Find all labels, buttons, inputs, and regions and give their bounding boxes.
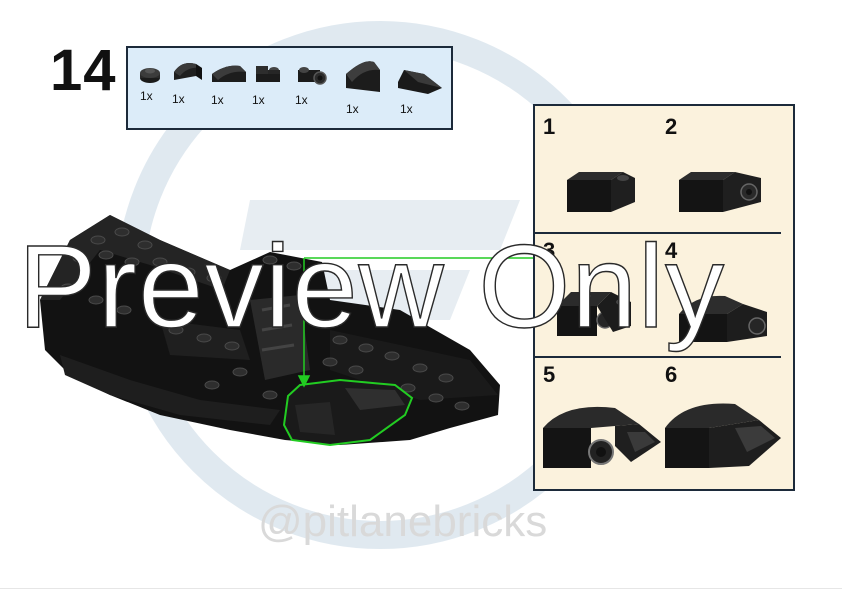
part-qty-6: 1x [346, 102, 359, 116]
substep-4-number: 4 [665, 238, 678, 263]
substep-3-image [557, 292, 631, 336]
substep-5-image [543, 406, 661, 468]
subassembly-panel: 1 2 3 4 5 6 [533, 104, 795, 491]
plate-with-clip-icon [298, 67, 327, 85]
part-qty-4: 1x [252, 93, 265, 107]
substep-6-image [665, 403, 781, 468]
substep-2-number: 2 [665, 114, 678, 139]
curved-slope-medium-icon [212, 65, 246, 82]
curved-slope-small-icon [174, 63, 202, 80]
page-bottom-divider [0, 588, 842, 589]
round-plate-icon [140, 68, 160, 83]
parts-list-panel: 1x 1x 1x 1x 1x 1x 1x [126, 46, 453, 130]
substep-1-image [567, 172, 635, 212]
curved-slope-large-icon [346, 61, 380, 92]
part-qty-1: 1x [140, 89, 153, 103]
step-number: 14 [50, 38, 117, 103]
substep-divider-2 [535, 356, 781, 358]
part-qty-7: 1x [400, 102, 413, 116]
author-handle-watermark: @pitlanebricks [258, 497, 548, 546]
substep-6-number: 6 [665, 362, 678, 387]
subassembly-illustrations [543, 172, 781, 468]
substep-5-number: 5 [543, 362, 556, 387]
part-qty-2: 1x [172, 92, 185, 106]
preview-only-watermark: Preview Only [17, 221, 726, 353]
new-part-highlight [282, 378, 414, 447]
parts-icons [140, 61, 442, 94]
substep-divider-1 [535, 232, 781, 234]
substep-4-image [679, 295, 767, 342]
part-qty-3: 1x [211, 93, 224, 107]
part-qty-5: 1x [295, 93, 308, 107]
substep-1-number: 1 [543, 114, 556, 139]
substep-3-number: 3 [543, 238, 556, 263]
substep-2-image [679, 172, 761, 212]
wedge-slope-icon [398, 70, 442, 94]
studs [60, 227, 470, 411]
bracket-plate-icon [256, 66, 280, 82]
callout-lines [297, 257, 533, 388]
